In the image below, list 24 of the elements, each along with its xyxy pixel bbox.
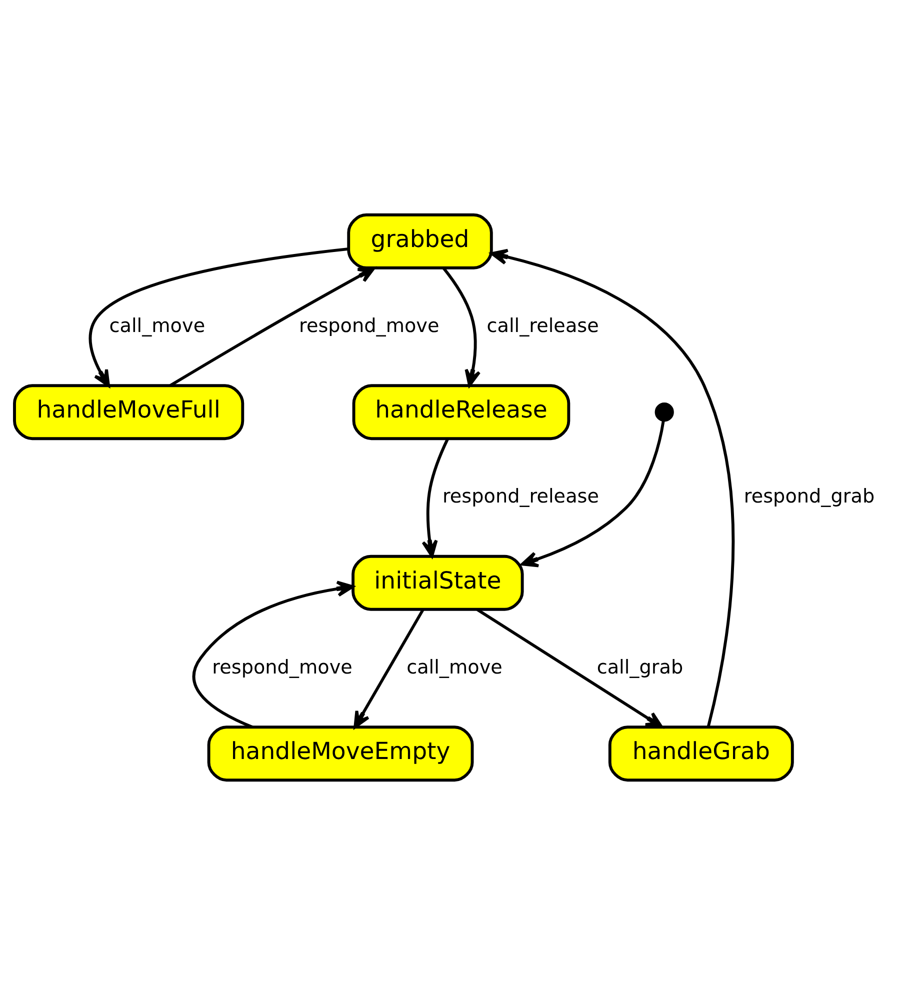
node-box: handleMoveEmpty (207, 726, 474, 782)
edge-label: call_release (486, 314, 599, 337)
arrow (476, 608, 663, 728)
edge-label: call_move (406, 655, 502, 678)
node-box: handleGrab (608, 726, 794, 782)
arrow (422, 438, 450, 558)
edge-label: respond_release (442, 484, 600, 508)
edge-label: respond_move (299, 314, 440, 337)
edge-label: respond_grab (744, 484, 875, 508)
edge-label: call_grab (596, 655, 684, 678)
arrow (354, 609, 424, 728)
arrow (192, 580, 354, 728)
arrow (490, 248, 735, 728)
node-box: handleRelease (352, 384, 570, 440)
arrow (88, 248, 349, 388)
node-circle (654, 402, 674, 422)
arrow (442, 267, 481, 387)
node-box: handleMoveFull (13, 384, 244, 440)
edge-label: call_move (109, 314, 206, 337)
edge-label: respond_move (212, 655, 352, 678)
arrow (169, 266, 376, 387)
node-box: initialState (352, 554, 524, 611)
arrow (520, 420, 665, 568)
node-box: grabbed (347, 213, 493, 270)
